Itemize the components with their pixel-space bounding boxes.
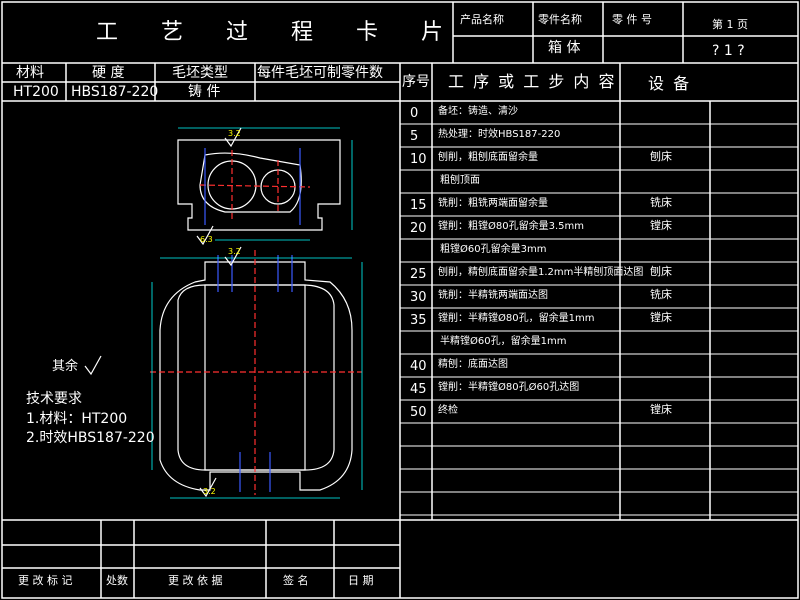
op-number: 30 — [410, 290, 427, 305]
table-row: 15 铣削：粗铣两端面留余量 铣床 — [400, 193, 798, 216]
op-equipment: 刨床 — [650, 265, 672, 278]
table-row: 粗刨顶面 — [400, 170, 798, 193]
op-content: 刨削，粗刨底面留余量 — [438, 152, 538, 163]
table-row: 40 精刨：底面达图 — [400, 354, 798, 377]
op-number: 20 — [410, 221, 427, 236]
page-total: ? 1 ? — [712, 43, 745, 59]
op-content: 热处理：时效HBS187-220 — [438, 129, 561, 140]
op-number: 0 — [410, 106, 419, 121]
op-content: 镗削：半精镗Ø80孔，留余量1mm — [438, 313, 595, 324]
rest-roughness-note: 其余 — [52, 359, 79, 374]
op-content: 备坯：铸造、清沙 — [438, 106, 518, 117]
table-row: 半精镗Ø60孔，留余量1mm — [400, 331, 798, 354]
roughness-bottom: 3.2 — [203, 487, 216, 496]
tech-req-title: 技术要求 — [26, 391, 82, 407]
op-number: 5 — [410, 129, 419, 144]
blank-type-value: 铸 件 — [188, 84, 221, 100]
part-name-label: 零件名称 — [538, 13, 582, 26]
table-row: 5 热处理：时效HBS187-220 — [400, 124, 798, 147]
material-label: 材料 — [16, 65, 44, 81]
hardness-label: 硬 度 — [92, 65, 125, 81]
table-row: 粗镗Ø60孔留余量3mm — [400, 239, 798, 262]
op-equipment: 铣床 — [650, 196, 672, 209]
material-value: HT200 — [13, 84, 59, 100]
product-name-label: 产品名称 — [460, 13, 504, 26]
page-label: 第 1 页 — [712, 18, 748, 31]
op-number: 35 — [410, 313, 427, 328]
op-equipment: 镗床 — [650, 403, 672, 416]
table-row: 0 备坯：铸造、清沙 — [400, 101, 798, 124]
table-row: 35 镗削：半精镗Ø80孔，留余量1mm 镗床 — [400, 308, 798, 331]
op-content: 铣削：半精铣两端面达图 — [438, 290, 548, 301]
op-content: 精刨：底面达图 — [438, 359, 508, 370]
op-number: 40 — [410, 359, 427, 374]
table-row: 30 铣削：半精铣两端面达图 铣床 — [400, 285, 798, 308]
op-number: 10 — [410, 152, 427, 167]
op-equipment: 镗床 — [650, 311, 672, 324]
roughness-mid: 3.2 — [228, 247, 241, 256]
op-number: 45 — [410, 382, 427, 397]
ops-content-header: 工 序 或 工 步 内 容 — [448, 72, 617, 91]
op-content: 刨削，精刨底面留余量1.2mm半精刨顶面达图 — [438, 267, 644, 278]
op-content: 终检 — [438, 405, 458, 416]
op-content: 粗刨顶面 — [440, 175, 480, 186]
footer-change-mark: 更 改 标 记 — [18, 574, 73, 587]
footer-date: 日 期 — [348, 574, 374, 587]
roughness-top: 3.2 — [228, 129, 241, 138]
table-row: 45 镗削：半精镗Ø80孔Ø60孔达图 — [400, 377, 798, 400]
tech-req-1: 1.材料：HT200 — [26, 411, 128, 427]
op-content: 粗镗Ø60孔留余量3mm — [440, 244, 547, 255]
op-number: 50 — [410, 405, 427, 420]
ops-no-header: 序号 — [402, 74, 430, 90]
part-name-value: 箱 体 — [548, 40, 581, 56]
op-content: 半精镗Ø60孔，留余量1mm — [440, 336, 567, 347]
op-number: 15 — [410, 198, 427, 213]
op-content: 铣削：粗铣两端面留余量 — [438, 198, 548, 209]
qty-label: 每件毛坯可制零件数 — [257, 65, 383, 81]
table-row: 20 镗削：粗镗Ø80孔留余量3.5mm 镗床 — [400, 216, 798, 239]
op-number: 25 — [410, 267, 427, 282]
card-title: 工 艺 过 程 卡 片 — [96, 20, 461, 45]
footer-sign: 签 名 — [283, 574, 309, 587]
op-content: 镗削：粗镗Ø80孔留余量3.5mm — [438, 221, 584, 232]
table-row: 50 终检 镗床 — [400, 400, 798, 423]
table-row: 10 刨削，粗刨底面留余量 刨床 — [400, 147, 798, 170]
blank-type-label: 毛坯类型 — [172, 65, 228, 81]
op-equipment: 镗床 — [650, 219, 672, 232]
op-content: 镗削：半精镗Ø80孔Ø60孔达图 — [438, 382, 580, 393]
hardness-value: HBS187-220 — [71, 84, 159, 100]
ops-equip-header: 设 备 — [648, 74, 692, 93]
footer-change-basis: 更 改 依 据 — [168, 574, 223, 587]
op-equipment: 铣床 — [650, 288, 672, 301]
tech-req-2: 2.时效HBS187-220 — [26, 430, 155, 446]
roughness-left: 6.3 — [200, 235, 213, 244]
footer-count: 处数 — [106, 574, 128, 587]
table-row: 25 刨削，精刨底面留余量1.2mm半精刨顶面达图刨床 — [400, 262, 798, 285]
op-equipment: 刨床 — [650, 150, 672, 163]
part-no-label: 零 件 号 — [612, 13, 652, 26]
